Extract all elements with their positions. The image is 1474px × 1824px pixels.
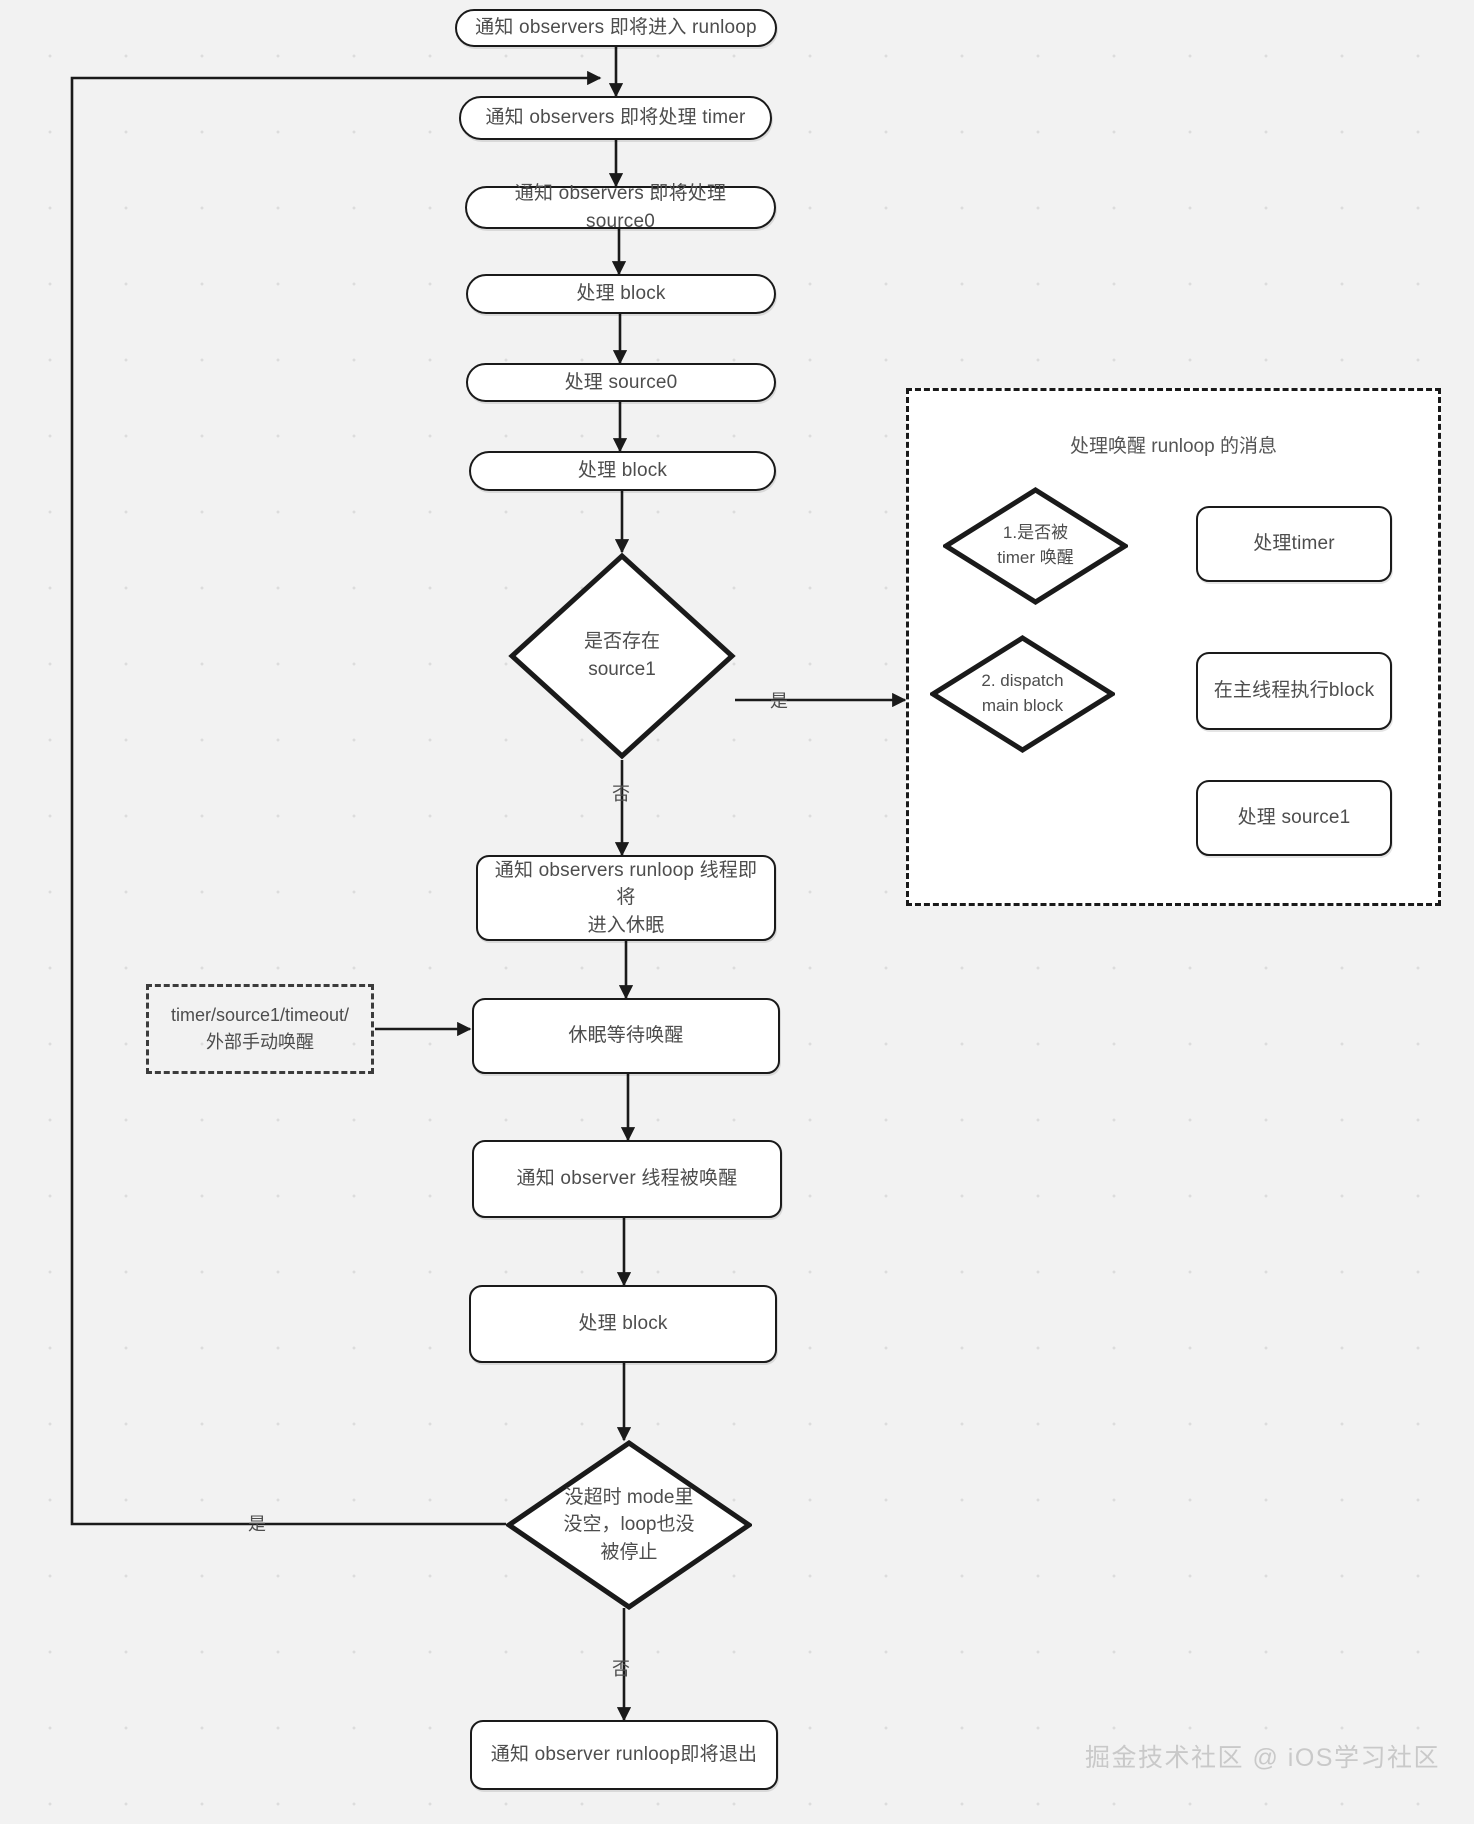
diamond-shape [930,635,1115,753]
diamond-shape [506,1440,752,1610]
node-label: 1.是否被 timer 唤醒 [997,523,1074,567]
node-woken-by-timer[interactable]: 1.是否被 timer 唤醒 [943,487,1128,605]
group-title: 处理唤醒 runloop 的消息 [1070,436,1277,457]
edge-label-source1-no: 否 [612,784,630,804]
watermark: 掘金技术社区 @ iOS学习社区 [1085,1744,1440,1772]
node-label: 处理 source0 [564,371,678,393]
node-label: 处理 block [577,460,668,482]
note-wake-sources: timer/source1/timeout/ 外部手动唤醒 [146,984,374,1074]
node-loop-continue-check[interactable]: 没超时 mode里 没空，loop也没 被停止 [506,1440,752,1610]
node-notify-enter-runloop[interactable]: 通知 observers 即将进入 runloop [455,9,777,47]
node-notify-source0[interactable]: 通知 observers 即将处理 source0 [465,183,776,232]
node-handle-block-2[interactable]: 处理 block [469,451,776,491]
node-label: 没超时 mode里 没空，loop也没 被停止 [563,1486,695,1563]
diamond-shape [943,487,1128,605]
node-label: 处理 block [578,1313,668,1335]
edge-label-source1-yes: 是 [770,691,788,711]
node-notify-runloop-exit[interactable]: 通知 observer runloop即将退出 [470,1720,778,1790]
node-exec-block-main-thread[interactable]: 在主线程执行block [1196,652,1392,730]
node-label: 通知 observers runloop 线程即将 进入休眠 [494,859,758,936]
node-label: 通知 observer 线程被唤醒 [516,1168,738,1190]
node-label: 通知 observers 即将处理 timer [485,107,746,129]
node-label: 处理 source1 [1237,807,1351,829]
node-notify-thread-woken[interactable]: 通知 observer 线程被唤醒 [472,1140,782,1218]
node-label: 处理 block [576,283,666,305]
node-sleep-wait-wake[interactable]: 休眠等待唤醒 [472,998,780,1074]
node-label: 通知 observers 即将进入 runloop [475,17,757,39]
edge-label-loop-no: 否 [612,1659,630,1679]
node-handle-block-1[interactable]: 处理 block [466,274,776,314]
node-label: 是否存在 source1 [583,631,660,680]
node-handle-timer[interactable]: 处理timer [1196,506,1392,582]
node-label: 2. dispatch main block [981,671,1064,715]
node-notify-will-sleep[interactable]: 通知 observers runloop 线程即将 进入休眠 [476,855,776,941]
diamond-shape [508,552,736,760]
node-label: 在主线程执行block [1213,680,1375,702]
node-handle-source1[interactable]: 处理 source1 [1196,780,1392,856]
node-label: 休眠等待唤醒 [568,1025,684,1047]
node-dispatch-main-block[interactable]: 2. dispatch main block [930,635,1115,753]
node-label: 通知 observer runloop即将退出 [490,1744,758,1766]
node-handle-block-3[interactable]: 处理 block [469,1285,777,1363]
node-notify-timer[interactable]: 通知 observers 即将处理 timer [459,96,772,140]
note-label: timer/source1/timeout/ 外部手动唤醒 [170,1005,350,1052]
node-label: 处理timer [1253,533,1335,555]
node-has-source1[interactable]: 是否存在 source1 [508,552,736,760]
node-handle-source0[interactable]: 处理 source0 [466,363,776,402]
edge-label-loop-yes: 是 [248,1514,266,1534]
node-label: 通知 observers 即将处理 source0 [514,182,727,232]
